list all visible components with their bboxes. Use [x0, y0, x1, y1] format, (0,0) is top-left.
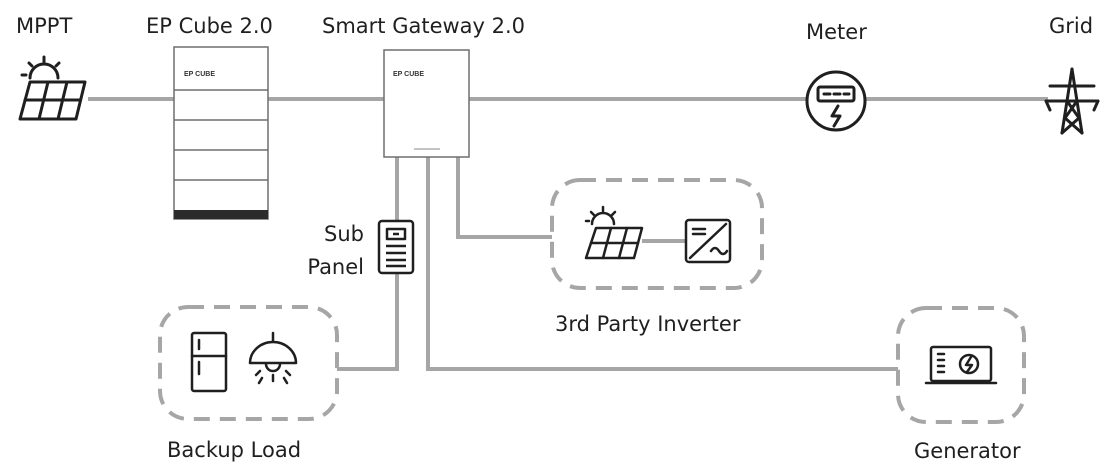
battery-icon: EP CUBE	[173, 46, 269, 220]
dashed-boxes	[158, 178, 1026, 424]
line-subpanel-to-backup	[337, 273, 399, 371]
ceiling-lamp-icon	[248, 331, 298, 385]
sub-panel-label-line1: Sub	[324, 222, 364, 246]
battery-brand-text: EP CUBE	[184, 71, 215, 78]
solar-panel-icon	[18, 55, 87, 121]
backup-load-label: Backup Load	[167, 438, 302, 462]
gateway-icon: EP CUBE	[383, 49, 470, 158]
inverter-icon	[684, 218, 732, 264]
transmission-tower-icon	[1044, 67, 1100, 135]
connection-lines	[88, 97, 1048, 371]
generator-group-box	[896, 306, 1026, 424]
third-party-inverter-label: 3rd Party Inverter	[555, 312, 741, 336]
meter-label: Meter	[806, 20, 867, 44]
refrigerator-icon	[190, 331, 228, 393]
line-gateway-to-inverter	[456, 157, 552, 239]
generator-icon	[924, 345, 998, 385]
sub-panel-icon	[377, 219, 415, 275]
meter-icon	[805, 70, 867, 132]
backup-load-group-box	[158, 305, 339, 421]
inverter-group-box	[550, 178, 764, 290]
line-gateway-to-generator	[426, 157, 898, 371]
ep-cube-label: EP Cube 2.0	[146, 14, 273, 38]
sub-panel-label-line2: Panel	[307, 255, 364, 279]
grid-label: Grid	[1049, 14, 1094, 38]
generator-label: Generator	[914, 439, 1021, 463]
third-party-solar-icon	[584, 205, 644, 260]
mppt-label: MPPT	[16, 14, 73, 38]
gateway-brand-text: EP CUBE	[393, 71, 424, 78]
smart-gateway-label: Smart Gateway 2.0	[322, 14, 526, 38]
